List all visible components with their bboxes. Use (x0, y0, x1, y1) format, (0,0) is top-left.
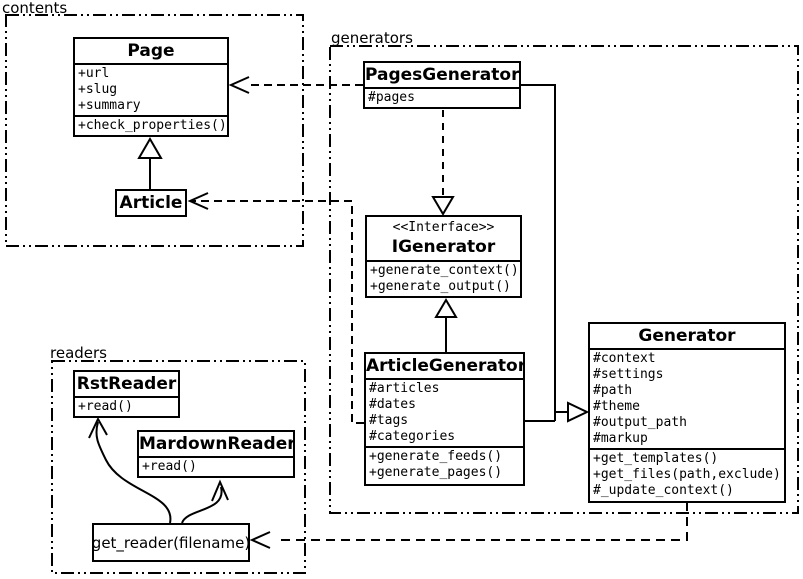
inheritance-articlegenerator-to-igenerator (434, 298, 458, 353)
method-row: #_update_context() (593, 483, 734, 498)
inheritance-article-to-page (137, 137, 163, 189)
class-igenerator: <<Interface>> IGenerator +generate_conte… (365, 215, 522, 298)
class-igenerator-stereotype: <<Interface>> (392, 220, 495, 235)
method-row: +check_properties() (78, 118, 227, 133)
attribute-row: #context (593, 351, 656, 366)
package-label-readers: readers (50, 344, 107, 362)
class-articlegenerator-attributes: #articles #dates #tags #categories (366, 378, 523, 446)
class-page-attributes: +url +slug +summary (75, 63, 227, 115)
attribute-row: #path (593, 383, 633, 398)
method-row: +generate_context() (370, 263, 519, 278)
attribute-row: +summary (78, 98, 141, 113)
method-row: +read() (78, 399, 133, 414)
method-row: +read() (142, 459, 197, 474)
class-pagesgenerator-title: PagesGenerator (365, 65, 520, 85)
method-row: +get_templates() (593, 451, 719, 466)
arrow-getreader-to-rstreader (88, 416, 172, 524)
class-page-title: Page (127, 41, 175, 61)
class-page: Page +url +slug +summary +check_properti… (73, 37, 229, 137)
attribute-row: +url (78, 66, 110, 81)
class-igenerator-title: IGenerator (391, 237, 496, 257)
attribute-row: #markup (593, 431, 648, 446)
attribute-row: #pages (368, 90, 415, 105)
package-contents-border (5, 14, 304, 247)
attribute-row: #output_path (593, 415, 687, 430)
attribute-row: #theme (593, 399, 640, 414)
attribute-row: #articles (369, 381, 440, 396)
class-articlegenerator-title: ArticleGenerator (366, 356, 525, 376)
function-get-reader: get_reader(filename) (92, 523, 250, 562)
class-mardownreader-title: MardownReader (139, 434, 295, 454)
class-generator-title: Generator (638, 326, 736, 346)
class-mardownreader-methods: +read() (139, 456, 293, 476)
attribute-row: #settings (593, 367, 664, 382)
class-rstreader-title: RstReader (76, 374, 177, 394)
class-article-title: Article (119, 193, 183, 213)
class-generator-methods: +get_templates() +get_files(path,exclude… (590, 448, 784, 500)
class-pagesgenerator-attributes: #pages (365, 87, 519, 107)
class-igenerator-methods: +generate_context() +generate_output() (367, 260, 520, 296)
package-label-contents: contents (2, 0, 68, 17)
package-label-generators: generators (331, 29, 413, 47)
class-articlegenerator: ArticleGenerator #articles #dates #tags … (364, 352, 525, 486)
class-mardownreader: MardownReader +read() (137, 430, 295, 478)
attribute-row: #categories (369, 429, 456, 444)
attribute-row: #dates (369, 397, 416, 412)
class-rstreader-methods: +read() (75, 396, 178, 416)
method-row: +generate_pages() (369, 465, 503, 480)
inheritance-generators-to-generator (520, 84, 590, 423)
arrow-getreader-to-mardownreader (181, 479, 229, 524)
dependency-pagesgenerator-to-page (228, 76, 363, 94)
class-article: Article (115, 189, 187, 217)
function-get-reader-label: get_reader(filename) (91, 533, 251, 552)
realization-pagesgenerator-to-igenerator (431, 110, 455, 216)
class-rstreader: RstReader +read() (73, 370, 180, 418)
class-generator-attributes: #context #settings #path #theme #output_… (590, 348, 784, 448)
attribute-row: +slug (78, 82, 118, 97)
class-pagesgenerator: PagesGenerator #pages (363, 61, 521, 109)
class-page-methods: +check_properties() (75, 115, 227, 135)
class-igenerator-header: <<Interface>> IGenerator (367, 217, 520, 260)
package-generators-border (329, 45, 799, 514)
method-row: +generate_output() (370, 279, 511, 294)
package-readers-border (51, 360, 306, 574)
class-generator: Generator #context #settings #path #them… (588, 322, 786, 503)
dependency-generator-to-getreader (249, 502, 688, 549)
class-articlegenerator-methods: +generate_feeds() +generate_pages() (366, 446, 523, 482)
dependency-articlegenerator-to-article (187, 192, 364, 424)
method-row: +get_files(path,exclude) (593, 467, 781, 482)
method-row: +generate_feeds() (369, 449, 503, 464)
attribute-row: #tags (369, 413, 409, 428)
